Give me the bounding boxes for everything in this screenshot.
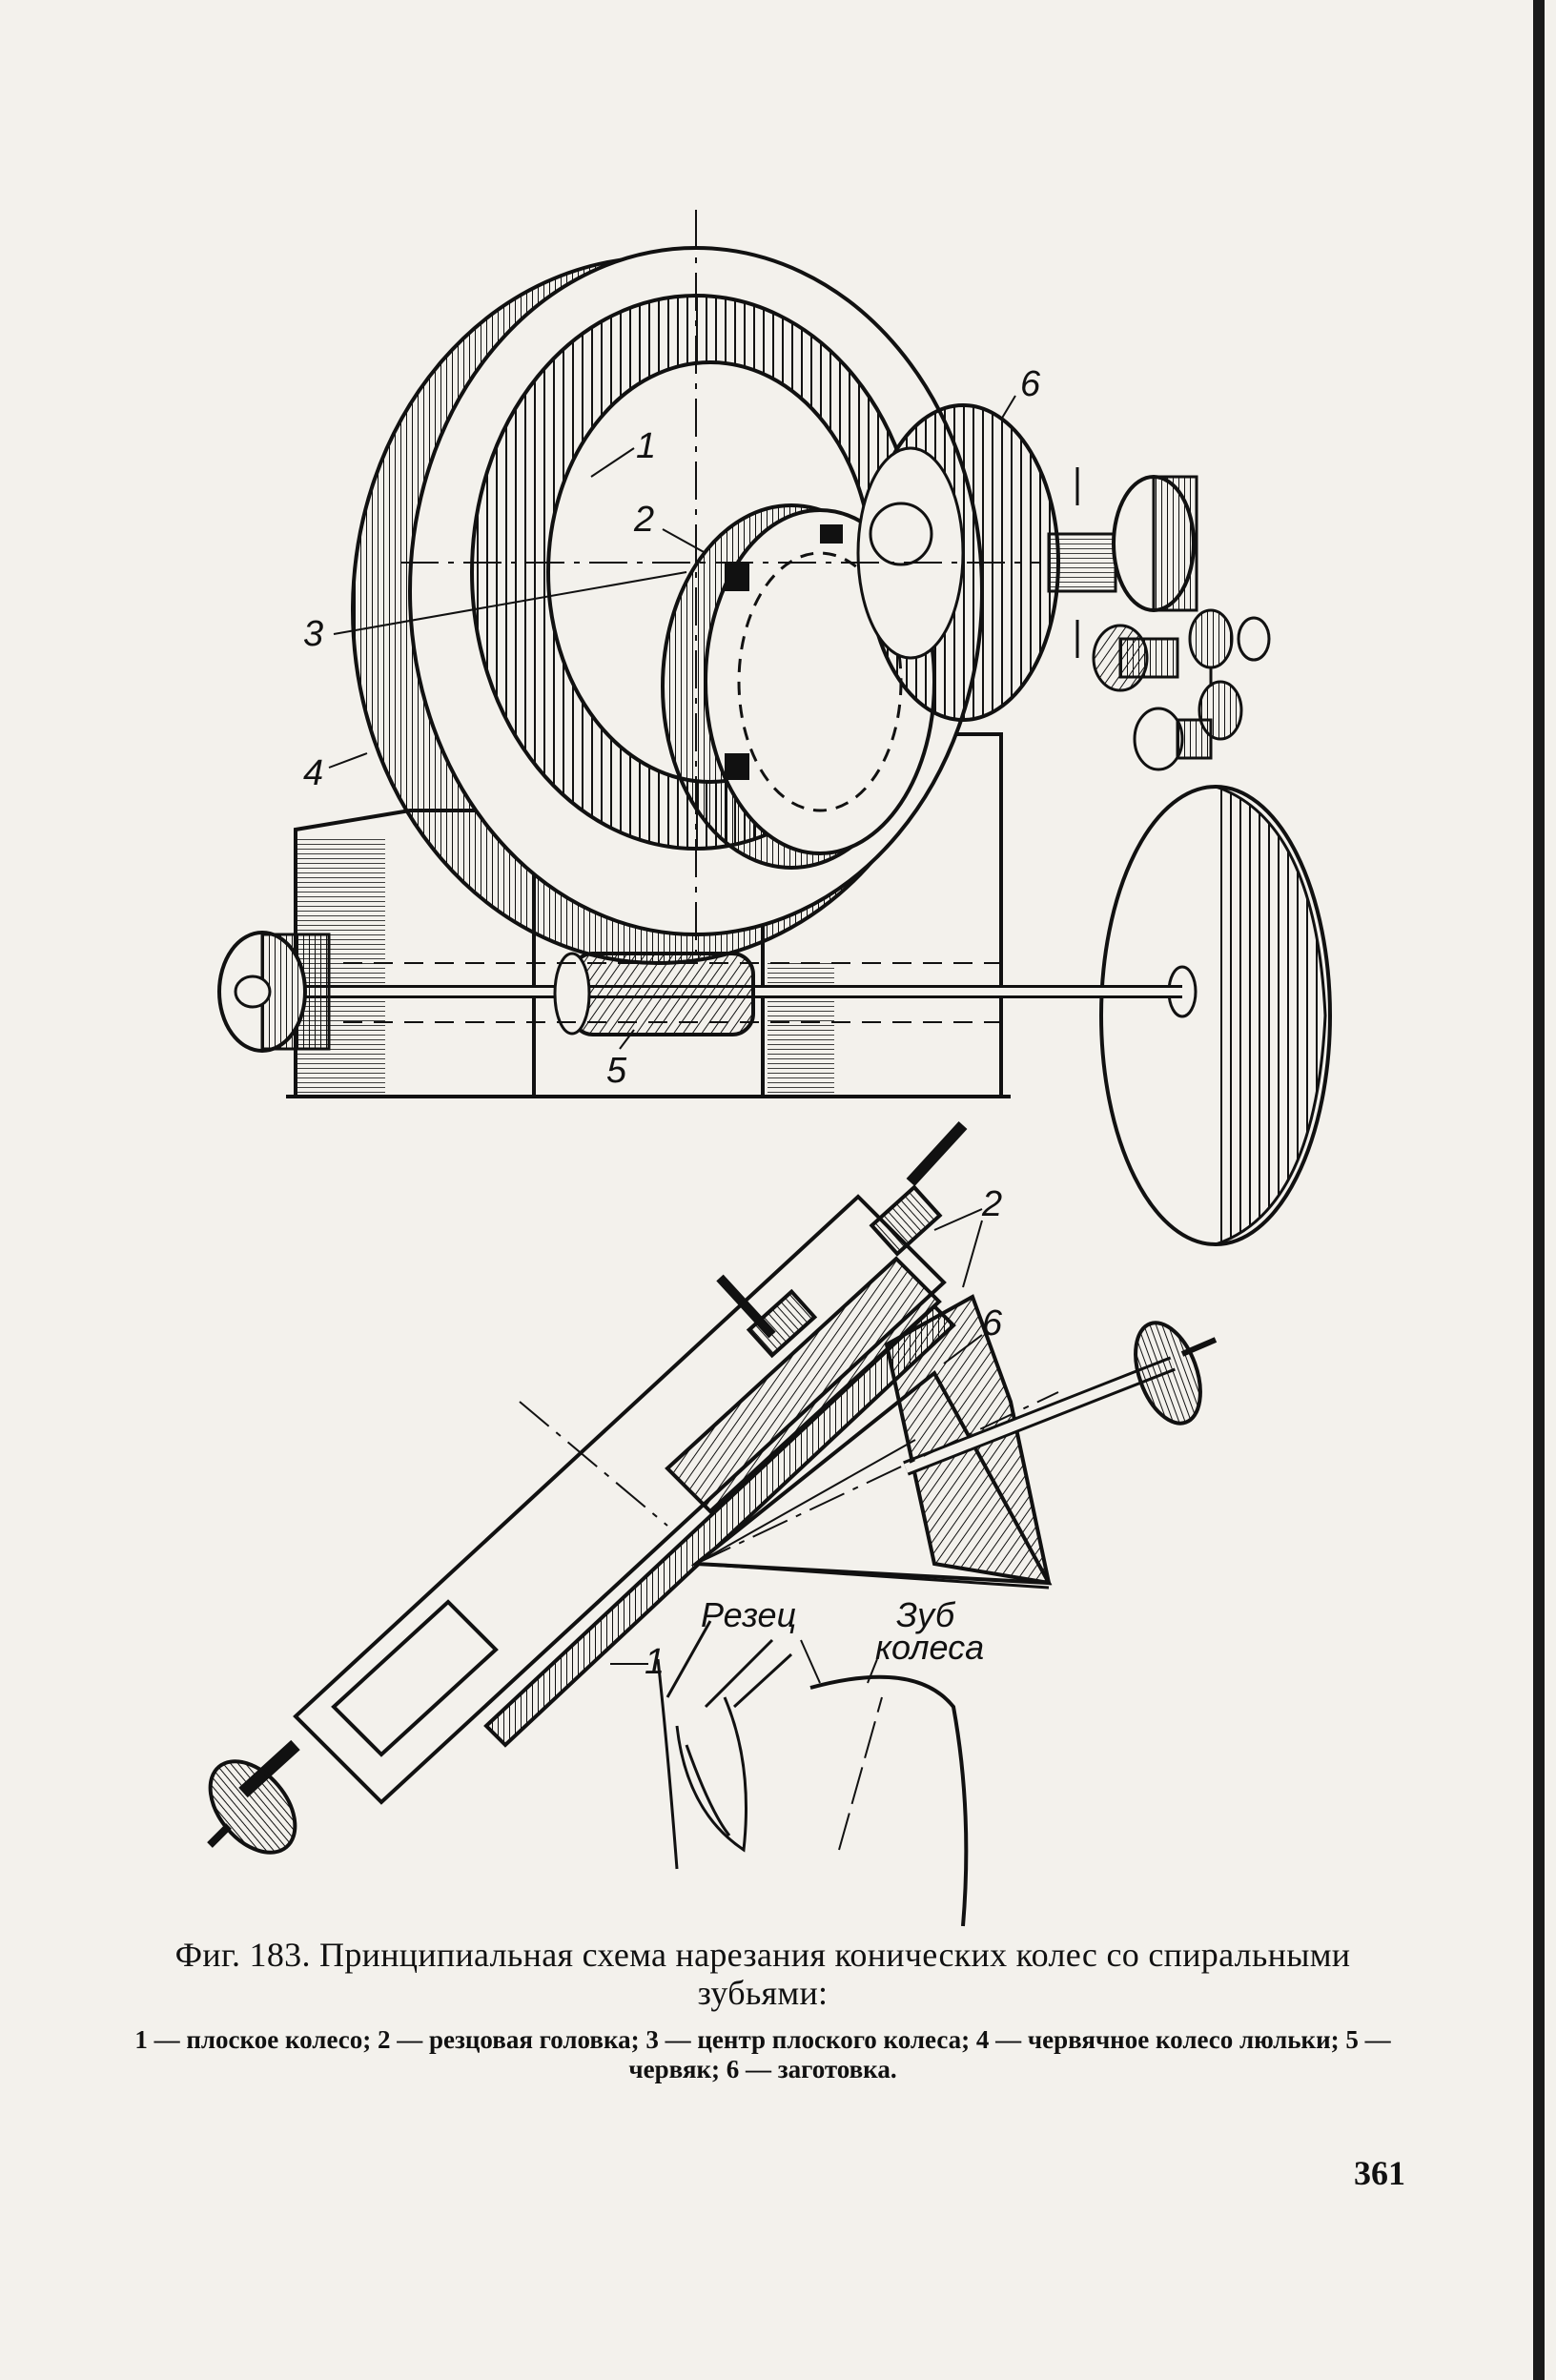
cradle-machine-view: 1 2 3 4 5 6 (217, 210, 1332, 1246)
inclined-housing (293, 1120, 968, 1805)
figure-drawing: 1 2 3 4 5 6 (207, 210, 1332, 1927)
label-top-3: 3 (303, 614, 323, 654)
label-bottom-1: 1 (645, 1642, 665, 1682)
label-tooth-line2: колеса (875, 1628, 984, 1667)
label-top-4: 4 (303, 753, 323, 793)
label-cutter: Резец (701, 1595, 796, 1634)
worm-shaft (217, 931, 1182, 1053)
bottom-leaders (610, 1208, 983, 1665)
label-bottom-6: 6 (982, 1303, 1003, 1344)
caption-legend: 1 — плоское колесо; 2 — резцовая головка… (134, 2025, 1391, 2083)
page-number: 361 (1354, 2154, 1405, 2192)
section-centre-lines (519, 1391, 1059, 1565)
lower-left-gear (207, 1739, 300, 1855)
figure-caption: Фиг. 183. Принципиальная схема нарезания… (114, 1936, 1411, 2084)
label-top-5: 5 (606, 1051, 627, 1091)
page-edge-shadow (1533, 0, 1545, 2380)
label-bottom-2: 2 (981, 1184, 1002, 1224)
blank-cone (690, 1294, 1218, 1590)
caption-title: Фиг. 183. Принципиальная схема нарезания… (174, 1936, 1351, 2012)
top-leaders (328, 395, 1016, 1050)
change-gears (1092, 608, 1271, 771)
centre-lines (400, 210, 1039, 954)
label-top-2: 2 (633, 500, 654, 540)
label-top-6: 6 (1020, 364, 1041, 404)
cutter-tooth-detail (656, 1620, 969, 1927)
section-view: 2 6 1 Резец Зуб колеса (207, 1120, 1218, 1927)
bevel-gear-cutting-figure: 1 2 3 4 5 6 (207, 210, 1332, 1927)
label-top-1: 1 (636, 426, 656, 466)
label-tooth-line1: Зуб (896, 1595, 956, 1634)
index-disc-gear (1099, 785, 1332, 1246)
